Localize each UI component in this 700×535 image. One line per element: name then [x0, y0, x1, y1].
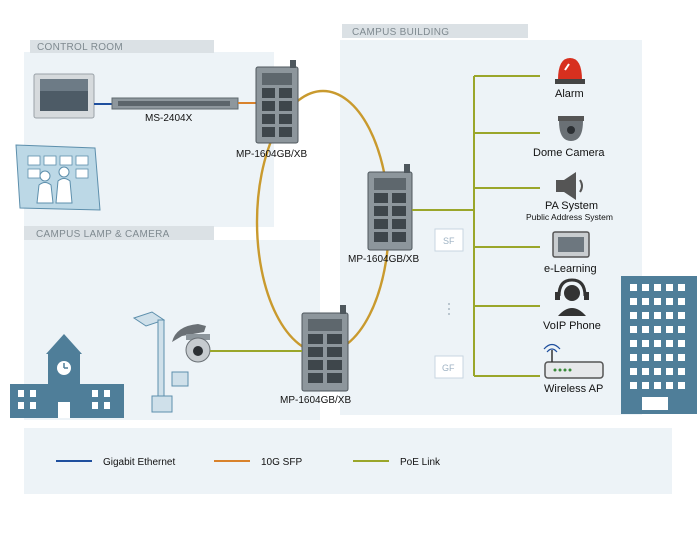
wireless-ap-icon	[543, 343, 604, 379]
campus-tower-icon	[621, 276, 697, 414]
endpoint-sublabel-pa-system: Public Address System	[526, 212, 613, 222]
switch-middle	[367, 164, 413, 251]
floor-ellipsis	[448, 303, 450, 315]
ms-2404x-switch	[111, 97, 239, 110]
control-room-operators-icon	[15, 144, 101, 211]
legend-label-sfp: 10G SFP	[261, 457, 302, 468]
floor-marker-sf: SF	[434, 228, 464, 252]
floor-marker-gf: GF	[434, 355, 464, 379]
zone-campus-lamp-camera: CAMPUS LAMP & CAMERA	[24, 226, 320, 420]
zone-title-control-room: CONTROL ROOM	[37, 42, 123, 53]
endpoint-label-e-learning: e-Learning	[544, 263, 597, 275]
poe-links-building	[412, 75, 540, 377]
school-building-icon	[10, 334, 124, 418]
dome-camera-icon	[558, 116, 584, 141]
monitor-icon	[552, 231, 590, 258]
headset-icon	[555, 278, 589, 316]
speaker-icon	[556, 172, 583, 200]
floor-label-gf: GF	[442, 363, 455, 373]
alarm-icon	[555, 58, 585, 84]
label-switch-top: MP-1604GB/XB	[236, 149, 307, 160]
switch-top	[255, 60, 299, 144]
floor-label-sf: SF	[443, 236, 455, 246]
legend-label-poe: PoE Link	[400, 457, 441, 468]
endpoint-label-voip-phone: VoIP Phone	[543, 320, 601, 332]
legend: Gigabit Ethernet 10G SFP PoE Link	[24, 428, 672, 494]
street-lamp-icon	[132, 311, 189, 413]
endpoint-label-wireless-ap: Wireless AP	[544, 383, 603, 395]
endpoint-label-alarm: Alarm	[555, 88, 584, 100]
zone-title-campus-lamp-camera: CAMPUS LAMP & CAMERA	[36, 229, 170, 240]
endpoint-label-dome-camera: Dome Camera	[533, 147, 605, 159]
ptz-camera-icon	[172, 324, 211, 363]
endpoint-label-pa-system: PA System	[545, 200, 598, 212]
switch-bottom	[301, 305, 349, 392]
label-ms-2404x: MS-2404X	[145, 113, 193, 124]
label-switch-bottom: MP-1604GB/XB	[280, 395, 351, 406]
operator-monitor	[33, 73, 95, 119]
legend-label-gigabit: Gigabit Ethernet	[103, 457, 175, 468]
label-switch-middle: MP-1604GB/XB	[348, 254, 419, 265]
zone-title-campus-building: CAMPUS BUILDING	[352, 27, 449, 38]
